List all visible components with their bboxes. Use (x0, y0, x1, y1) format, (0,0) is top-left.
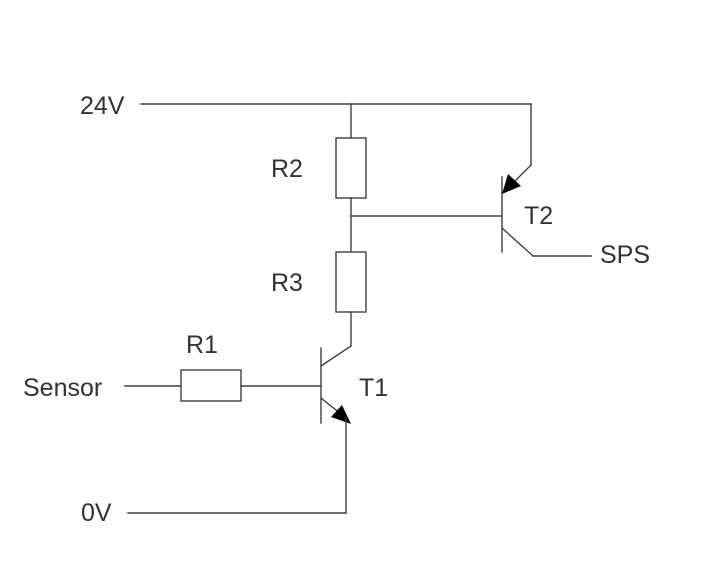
transistor-t2: T2 (501, 164, 553, 257)
resistor-r2: R2 (271, 137, 367, 199)
resistor-r2-body (335, 137, 367, 199)
resistor-r3-body (335, 251, 367, 313)
transistor-t2-collector-lead (501, 227, 534, 257)
resistor-r3-label: R3 (271, 269, 303, 297)
resistor-r1-body (180, 369, 242, 402)
transistor-t2-label: T2 (524, 202, 553, 230)
sps-output: SPS (532, 241, 650, 269)
t1-collector-lead (320, 345, 352, 367)
resistor-r3: R3 (271, 251, 367, 313)
supply-rail (140, 103, 532, 166)
sensor-input: Sensor R1 (23, 331, 322, 402)
sensor-label: Sensor (23, 374, 102, 402)
divider-node (350, 197, 503, 253)
ground-label: 0V (81, 499, 112, 527)
sps-label: SPS (600, 241, 650, 269)
supply-label: 24V (80, 92, 125, 120)
transistor-t2-emitter-arrow (502, 174, 521, 194)
transistor-t1-label: T1 (359, 374, 388, 402)
resistor-r2-label: R2 (271, 155, 303, 183)
ground-rail: 0V (81, 417, 347, 527)
resistor-r1-label: R1 (186, 331, 218, 359)
r3-to-t1-connection (320, 311, 352, 367)
